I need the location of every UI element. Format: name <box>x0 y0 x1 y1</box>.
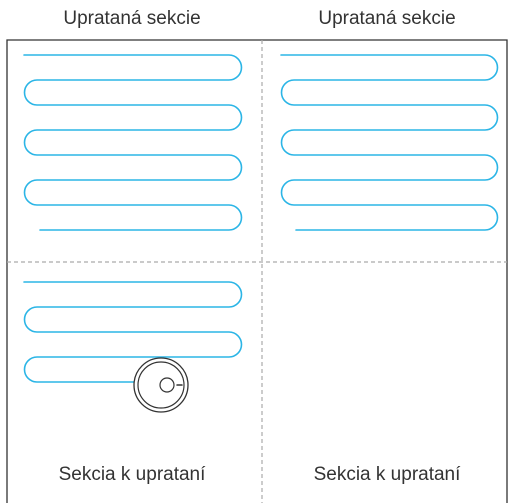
to-clean-section-label-left: Sekcia k uprataní <box>58 464 206 485</box>
cleaned-path-top-right <box>280 54 499 231</box>
cleaned-path-top-left <box>23 54 243 231</box>
cleaned-section-label-left: Uprataná sekcie <box>63 8 201 29</box>
to-clean-section-label-right: Sekcia k uprataní <box>313 464 461 485</box>
robot-vacuum-icon <box>133 357 189 413</box>
room-outline <box>6 39 508 503</box>
cleaning-path-in-progress <box>23 281 243 383</box>
cleaned-section-label-right: Uprataná sekcie <box>318 8 456 29</box>
